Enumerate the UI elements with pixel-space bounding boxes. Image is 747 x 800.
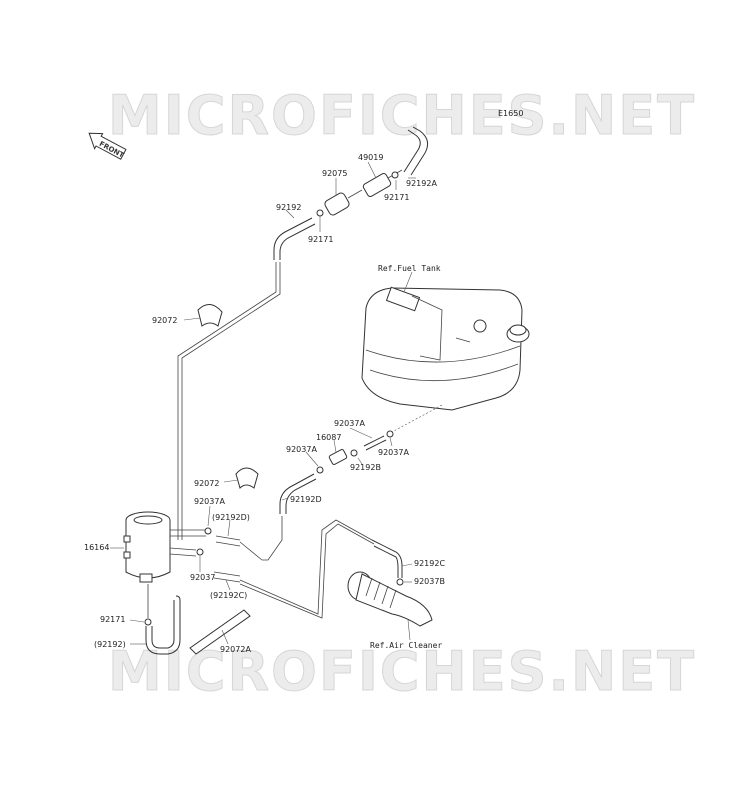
label-92192c-paren: (92192C) bbox=[210, 591, 247, 600]
label-92192d: 92192D bbox=[290, 495, 322, 504]
label-92192d-paren: (92192D) bbox=[212, 513, 250, 522]
label-92192b: 92192B bbox=[350, 463, 381, 472]
clamp-92037a-mid bbox=[350, 449, 358, 457]
label-16164: 16164 bbox=[84, 543, 109, 552]
ref-air-cleaner-label: Ref.Air Cleaner bbox=[370, 641, 442, 650]
label-92037a-d: 92037A bbox=[194, 497, 225, 506]
label-92072-a: 92072 bbox=[152, 316, 177, 325]
fuel-filter-49019 bbox=[362, 169, 403, 197]
hose-92192b bbox=[363, 435, 387, 451]
clamp-92072-lower bbox=[235, 467, 259, 489]
label-92075: 92075 bbox=[322, 169, 347, 178]
clamp-92037b bbox=[396, 578, 404, 586]
label-92192c: 92192C bbox=[414, 559, 445, 568]
clamp-92037a-right bbox=[386, 430, 394, 438]
check-valve-16087 bbox=[328, 449, 348, 465]
label-92037a-a: 92037A bbox=[334, 419, 365, 428]
hose-92192c-paren bbox=[213, 571, 241, 583]
ref-fuel-tank-label: Ref.Fuel Tank bbox=[378, 264, 441, 273]
hose-92192a bbox=[403, 129, 421, 173]
label-92192-paren: (92192) bbox=[94, 640, 126, 649]
label-92072-b: 92072 bbox=[194, 479, 219, 488]
clamp-92171-top bbox=[316, 209, 324, 217]
label-92037: 92037 bbox=[190, 573, 215, 582]
clamp-92072-top bbox=[197, 304, 223, 327]
label-92192a: 92192A bbox=[406, 179, 437, 188]
air-cleaner-boot bbox=[347, 571, 433, 627]
label-16087: 16087 bbox=[316, 433, 341, 442]
vent-tube-main bbox=[177, 262, 277, 540]
watermark-bottom: MICROFICHES.NET bbox=[108, 640, 696, 703]
clamp-92037 bbox=[196, 548, 204, 556]
label-92037a-c: 92037A bbox=[378, 448, 409, 457]
label-92072a: 92072A bbox=[220, 645, 251, 654]
clamp-92037a-canister bbox=[204, 527, 212, 535]
label-49019: 49019 bbox=[358, 153, 383, 162]
label-92037a-b: 92037A bbox=[286, 445, 317, 454]
fuel-tank bbox=[361, 286, 530, 411]
canister-16164 bbox=[123, 511, 171, 583]
diagram-code: E1650 bbox=[498, 109, 523, 118]
label-92171-c: 92171 bbox=[100, 615, 125, 624]
label-92171-b: 92171 bbox=[308, 235, 333, 244]
label-92192: 92192 bbox=[276, 203, 301, 212]
clamp-92171-bottom bbox=[144, 618, 152, 626]
label-92037b: 92037B bbox=[414, 577, 445, 586]
bracket-92072a bbox=[189, 609, 251, 655]
hose-92192 bbox=[273, 217, 313, 260]
label-92171-a: 92171 bbox=[384, 193, 409, 202]
hose-92192d-paren bbox=[215, 535, 241, 547]
clamp-92075 bbox=[324, 189, 363, 216]
hose-92192d bbox=[279, 473, 315, 514]
watermark-top: MICROFICHES.NET bbox=[108, 84, 696, 147]
clamp-92037a-left bbox=[316, 466, 324, 474]
hose-92192-paren bbox=[145, 595, 181, 655]
